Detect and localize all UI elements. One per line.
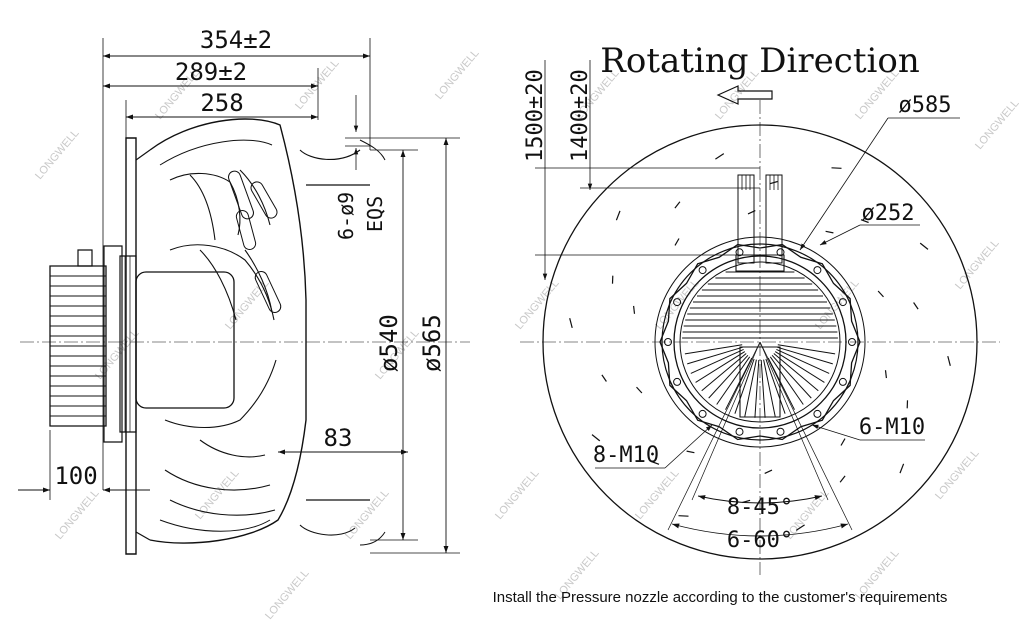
- blade-mark: [826, 231, 834, 233]
- blade-mark: [570, 318, 573, 328]
- grille-fin: [764, 360, 776, 417]
- watermark-text: LONGWELL: [933, 447, 981, 502]
- hub-scallop-ring: [660, 245, 860, 440]
- bolt-hole: [777, 428, 784, 435]
- dim-mid-width: 289±2: [175, 58, 247, 86]
- grille-fin: [770, 357, 803, 405]
- bolt-hole: [699, 267, 706, 274]
- blade-mark: [675, 202, 680, 208]
- dim-diameter-585: ø585: [899, 93, 952, 118]
- blade-mark: [900, 464, 904, 473]
- front-view: [520, 60, 1000, 575]
- dim-diameter-540: ø540: [375, 314, 403, 372]
- blade-mark: [840, 476, 845, 482]
- bolt-hole: [736, 249, 743, 256]
- watermark-text: LONGWELL: [263, 567, 311, 622]
- grille-fin: [745, 360, 757, 417]
- dim-inner-width: 258: [200, 89, 243, 117]
- holes-8-m10: 8-M10: [593, 443, 659, 468]
- rotating-direction-title: Rotating Direction: [600, 41, 919, 81]
- watermark-text: LONGWELL: [493, 467, 541, 522]
- grille-fin: [776, 349, 829, 373]
- blade-mark: [592, 435, 600, 441]
- watermark-text: LONGWELL: [953, 237, 1001, 292]
- blade-mark: [675, 239, 679, 246]
- grille-fin: [685, 345, 742, 354]
- blade-mark: [948, 356, 951, 366]
- grille-fin: [775, 352, 824, 383]
- grille-fin: [717, 357, 750, 405]
- dim-diameter-565: ø565: [418, 314, 446, 372]
- grille-fin: [766, 359, 785, 414]
- blade-mark: [616, 211, 620, 220]
- dim-holes-eqs: EQS: [363, 196, 387, 232]
- bolt-hole: [839, 378, 846, 385]
- watermark-text: LONGWELL: [33, 127, 81, 182]
- side-view: [18, 38, 470, 554]
- watermark-text: LONGWELL: [633, 467, 681, 522]
- blade-mark: [765, 470, 772, 473]
- grille-fin: [768, 358, 794, 410]
- watermark-text: LONGWELL: [433, 47, 481, 102]
- grille-fin: [772, 355, 811, 398]
- side-blades: [165, 170, 276, 515]
- grille-fin: [777, 347, 833, 364]
- blade-mark: [920, 243, 928, 249]
- dim-100: 100: [54, 462, 97, 490]
- watermark-text: LONGWELL: [513, 277, 561, 332]
- grille-fin: [691, 349, 744, 373]
- blade-mark: [861, 220, 869, 223]
- grille-fin: [726, 358, 752, 410]
- grille-cable-box: [740, 347, 780, 417]
- blade-mark: [886, 370, 887, 378]
- grille-fin: [696, 352, 745, 383]
- bolt-hole: [736, 428, 743, 435]
- grille-fin: [778, 345, 835, 354]
- watermark-text: LONGWELL: [973, 97, 1021, 152]
- holes-6-m10: 6-M10: [859, 415, 925, 440]
- cable-length-1400: 1400±20: [568, 69, 593, 162]
- watermark-text: LONGWELL: [293, 57, 341, 112]
- motor-fins: [50, 276, 106, 416]
- grille-fin: [687, 347, 743, 364]
- dim-83: 83: [324, 424, 353, 452]
- bolt-hole: [839, 299, 846, 306]
- grille-fin: [761, 360, 765, 418]
- blade-mark: [832, 168, 842, 169]
- grille-fin: [774, 354, 819, 391]
- blade-mark: [651, 462, 659, 465]
- blade-mark: [914, 303, 919, 310]
- bolt-hole: [814, 410, 821, 417]
- bolt-hole: [699, 410, 706, 417]
- blade-mark: [679, 516, 689, 517]
- bolt-hole: [814, 267, 821, 274]
- grille-fin: [702, 354, 747, 391]
- hub-mounting-ring: [660, 245, 860, 440]
- blade-mark: [878, 291, 883, 297]
- blade-mark: [687, 451, 695, 453]
- watermark-text: LONGWELL: [53, 487, 101, 542]
- blade-mark: [841, 439, 845, 446]
- bolt-hole: [777, 249, 784, 256]
- blade-mark: [637, 387, 642, 393]
- blade-mark: [602, 375, 607, 382]
- dim-diameter-252: ø252: [862, 201, 915, 226]
- installation-note: Install the Pressure nozzle according to…: [493, 589, 948, 606]
- bolt-hole: [665, 339, 672, 346]
- blade-mark: [634, 306, 635, 314]
- angle-8-45: 8-45°: [727, 495, 793, 520]
- motor-grille: [682, 272, 838, 418]
- blade-mark: [715, 154, 723, 160]
- angle-6-60: 6-60°: [727, 528, 793, 553]
- dim-holes-label: 6-ø9: [334, 192, 358, 240]
- bolt-hole: [674, 378, 681, 385]
- cable-length-1500: 1500±20: [523, 69, 548, 162]
- dim-overall-width: 354±2: [200, 26, 272, 54]
- bolt-hole: [849, 339, 856, 346]
- grille-fin: [755, 360, 759, 418]
- bolt-hole: [674, 299, 681, 306]
- grille-fin: [709, 355, 748, 398]
- grille-fin: [735, 359, 754, 414]
